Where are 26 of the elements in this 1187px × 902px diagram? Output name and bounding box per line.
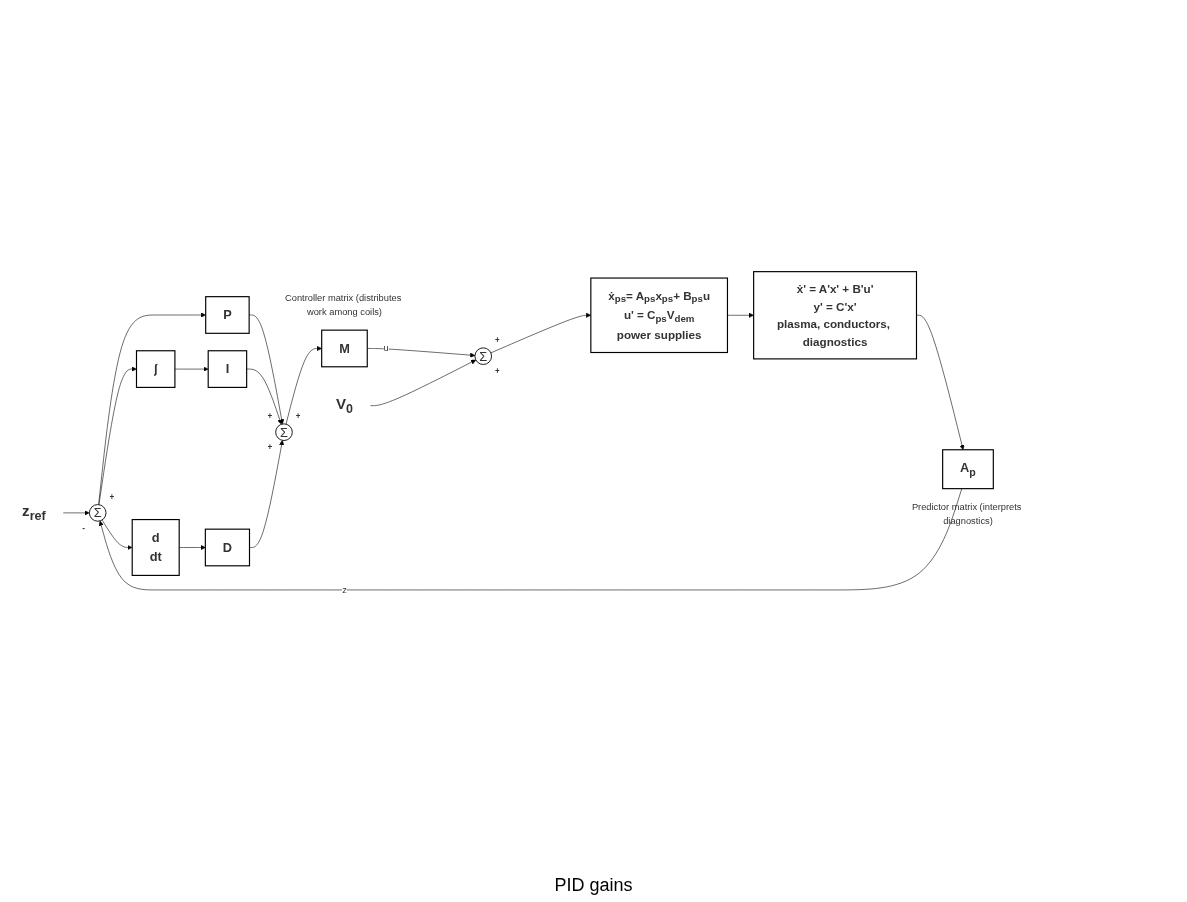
node-label: + <box>267 442 273 453</box>
node-circle: Σ <box>275 423 293 442</box>
edge-label: u <box>383 343 389 354</box>
node-box: I <box>207 350 248 389</box>
node-label: - <box>82 523 85 533</box>
node-label: + <box>495 336 500 346</box>
node-box: P <box>205 296 250 335</box>
node-label: + <box>267 412 273 422</box>
node-circle: Σ <box>474 347 492 366</box>
node-box: ẋ' = A'x' + B'u' y' = C'x' plasma, conductors, diagnostics <box>753 271 918 360</box>
node-label: Predictor matrix (interprets diagnostics) <box>911 501 1022 526</box>
node-box: A$_{p}$ <box>942 449 994 490</box>
node-box: D <box>204 528 251 567</box>
node-label: + <box>295 412 301 422</box>
node-box: ∫ <box>135 350 176 389</box>
node-text: V$_{0}$ <box>335 395 354 416</box>
node-box: d dt <box>131 519 180 577</box>
node-label: Controller matrix (distributes work among coils) <box>285 293 402 317</box>
node-label: + <box>495 366 500 377</box>
node-box: M <box>321 329 368 368</box>
edge-label: z <box>342 584 347 595</box>
node-label: + <box>109 492 115 503</box>
node-box: ẋ$_{ps}$= A$_{ps}$x$_{ps}$+ B$_{ps}$u u' = C$_{ps}$V$_{dem}$ power supplies <box>590 277 729 354</box>
node-text: z$_{ref}$ <box>22 502 46 524</box>
note-text: PID gains <box>554 875 633 896</box>
node-circle: Σ <box>88 504 107 522</box>
